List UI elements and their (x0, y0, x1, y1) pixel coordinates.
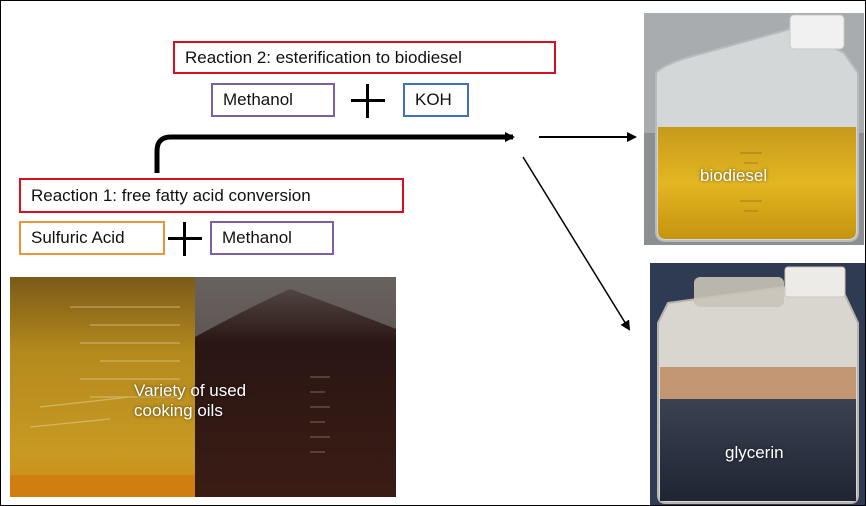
glycerin-photo: glycerin (650, 263, 865, 505)
glycerin-jug-image (650, 263, 865, 505)
reaction-1-title-text: Reaction 1: free fatty acid conversion (31, 185, 311, 205)
cooking-oils-label-line1: Variety of used (134, 381, 247, 400)
reaction-2-koh-box: KOH (403, 83, 469, 117)
reaction-2-koh-label: KOH (415, 90, 452, 109)
reaction-1-sulfuric-acid-label: Sulfuric Acid (31, 228, 125, 247)
reaction-2-title: Reaction 2: esterification to biodiesel (173, 41, 556, 74)
reaction-1-title: Reaction 1: free fatty acid conversion (19, 178, 404, 213)
cooking-oils-label-line2: cooking oils (134, 401, 223, 420)
used-cooking-oils-photo: Variety of used cooking oils (10, 277, 396, 497)
glycerin-label: glycerin (725, 443, 784, 462)
reaction-1-methanol-label: Methanol (222, 228, 292, 247)
biodiesel-bottle-image (644, 13, 864, 245)
biodiesel-label: biodiesel (700, 166, 768, 185)
curved-arrow-reaction-1-to-2 (154, 132, 515, 173)
cooking-oils-image (10, 277, 396, 497)
biodiesel-photo: biodiesel (644, 13, 864, 245)
reaction-2-methanol-box: Methanol (211, 83, 335, 117)
reaction-1-methanol-box: Methanol (210, 221, 334, 255)
reaction-1-sulfuric-acid-box: Sulfuric Acid (19, 221, 165, 255)
cooking-oils-label: Variety of used cooking oils (134, 381, 246, 421)
plus-icon (168, 222, 202, 256)
arrow-to-glycerin (522, 156, 631, 331)
reaction-2-methanol-label: Methanol (223, 90, 293, 109)
plus-icon (351, 84, 385, 118)
reaction-2-title-text: Reaction 2: esterification to biodiesel (185, 47, 462, 67)
